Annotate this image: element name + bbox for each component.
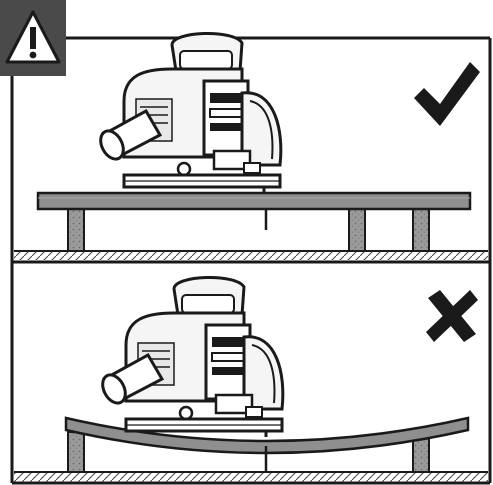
panel-correct [14,31,488,260]
floor-bottom [14,471,488,482]
support-post [412,208,430,252]
warning-icon-box [0,0,66,76]
circular-saw [96,275,285,439]
workpiece-board [36,191,472,211]
check-mark-icon [414,62,480,126]
workpiece-board-sagging [64,416,470,455]
floor-top [14,250,488,260]
support-post [67,431,85,473]
panel-incorrect [14,275,488,482]
support-post [348,208,366,252]
circular-saw [94,31,283,195]
warning-triangle-icon [5,10,61,64]
cross-mark-icon [426,290,478,342]
support-post [67,208,85,252]
